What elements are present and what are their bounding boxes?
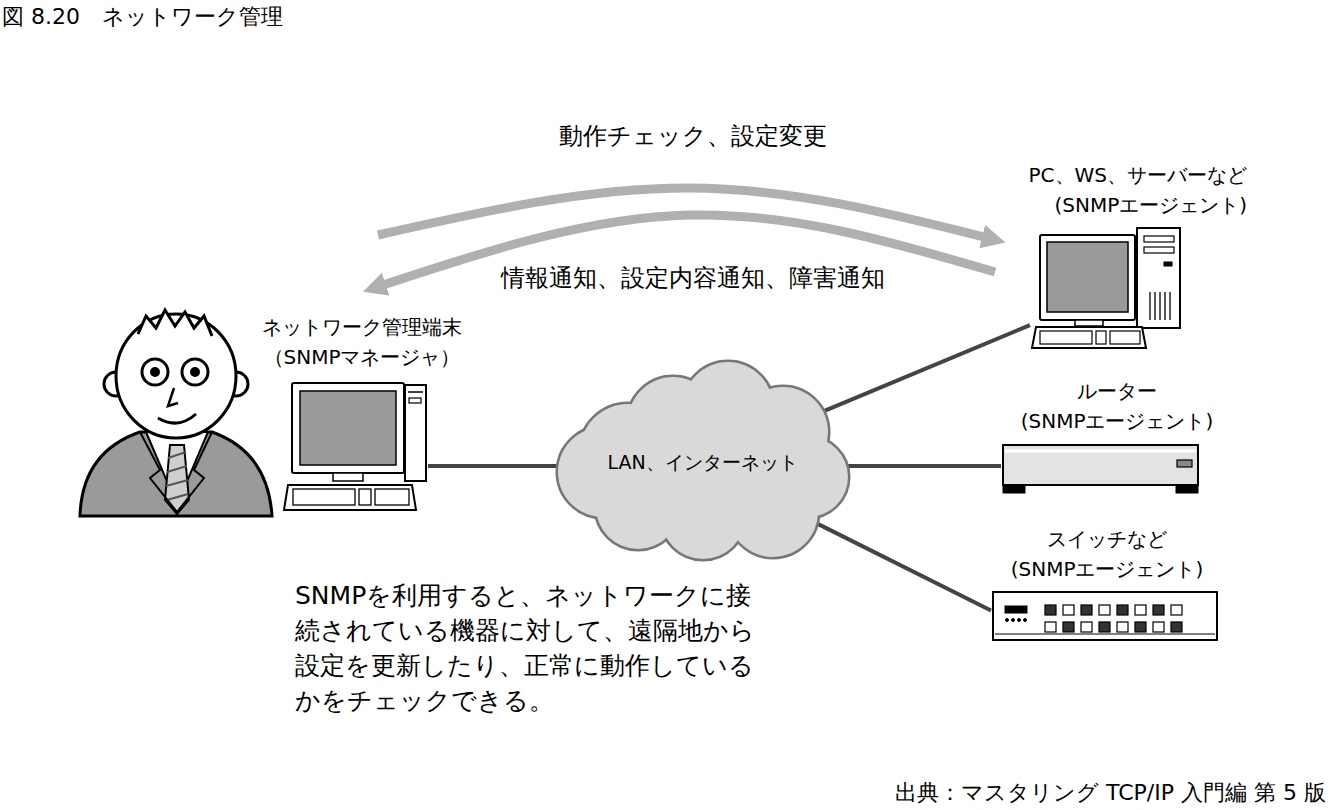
router-device: [1003, 445, 1198, 485]
manager-computer: [359, 489, 371, 505]
manager-computer: [300, 391, 396, 465]
administrator-figure: [138, 310, 212, 336]
server-computer: [1144, 247, 1174, 253]
administrator-figure: [142, 359, 168, 385]
administrator-figure: [190, 367, 200, 377]
switch-port: [1081, 622, 1092, 632]
manager-computer: [405, 385, 426, 481]
administrator-figure: [165, 445, 189, 514]
manager-computer: [284, 485, 416, 510]
switch-port: [1063, 622, 1074, 632]
switch-port: [1135, 622, 1146, 632]
network-link: [428, 464, 571, 468]
switch-port: [1081, 605, 1092, 615]
switch-device: [1006, 619, 1009, 622]
device-node: スイッチなど(SNMPエージェント): [991, 588, 1219, 644]
server-computer: [1032, 327, 1146, 348]
device-label: スイッチなど: [1011, 524, 1204, 554]
administrator-figure: [80, 432, 272, 516]
network-link: [812, 325, 1030, 416]
switch-port: [1063, 605, 1074, 615]
server-computer: [1096, 331, 1106, 344]
switch-port: [1099, 622, 1110, 632]
cloud-label: LAN、インターネット: [607, 450, 797, 475]
switch-port: [1171, 605, 1182, 615]
manager-computer: [284, 383, 426, 510]
router-device: [1003, 485, 1025, 493]
device-node: PC、WS、サーバーなど(SNMPエージェント): [1030, 226, 1182, 350]
source-credit: 出典：マスタリング TCP/IP 入門編 第 5 版: [895, 779, 1326, 808]
server-computer: [1110, 331, 1140, 344]
device-label: ネットワーク管理端末: [262, 312, 462, 342]
server-computer: [1047, 242, 1128, 312]
administrator-figure: [168, 388, 178, 406]
manager-computer: [409, 398, 421, 403]
administrator-figure: [166, 452, 188, 500]
switch-port: [1153, 622, 1164, 632]
administrator-figure: [140, 432, 212, 512]
server-computer: [1040, 235, 1135, 320]
device-node: ルーター(SNMPエージェント): [1001, 441, 1200, 495]
network-link: [803, 516, 991, 610]
device-label: (SNMPエージェント): [1029, 190, 1248, 220]
administrator-figure: [80, 310, 272, 516]
router-device: [1005, 450, 1196, 453]
switch-device: [1005, 606, 1027, 613]
server-computer: [1137, 228, 1180, 328]
switch-port: [1153, 605, 1164, 615]
switch-port: [1171, 622, 1182, 632]
switch-port: [1045, 622, 1056, 632]
administrator-figure: [158, 414, 196, 423]
manager-computer: [292, 383, 404, 473]
server-computer: [1032, 228, 1180, 348]
switch-port: [1135, 605, 1146, 615]
device-label: (SNMPエージェント): [1011, 554, 1204, 584]
administrator-figure: [182, 359, 208, 385]
router-device: [1176, 485, 1198, 493]
device-heading: ネットワーク管理端末（SNMPマネージャ）: [262, 312, 462, 372]
device-heading: ルーター(SNMPエージェント): [1021, 376, 1214, 436]
server-computer: [1164, 262, 1172, 266]
switch-device: [1012, 619, 1015, 622]
administrator-figure: [150, 367, 160, 377]
network-cloud: LAN、インターネット: [553, 362, 852, 562]
switch-device: [995, 633, 1215, 634]
switch-port: [1117, 605, 1128, 615]
device-label: （SNMPマネージャ）: [262, 342, 462, 372]
arrow-label: 動作チェック、設定変更: [559, 120, 827, 152]
manager-computer: [375, 489, 409, 505]
device-label: PC、WS、サーバーなど: [1029, 160, 1248, 190]
switch-port: [1099, 605, 1110, 615]
switch-device: [993, 592, 1217, 640]
manager-computer: [408, 391, 423, 393]
network-link: [834, 464, 1001, 468]
manager-computer: [293, 489, 355, 505]
switch-port: [1117, 622, 1128, 632]
device-label: (SNMPエージェント): [1021, 406, 1214, 436]
switch-device: [993, 592, 1217, 640]
server-computer: [1040, 331, 1092, 344]
router-device: [1177, 460, 1192, 467]
server-computer: [1150, 292, 1170, 320]
figure-title: 図 8.20 ネットワーク管理: [2, 2, 283, 32]
switch-port: [1045, 605, 1056, 615]
switch-device: [1024, 619, 1027, 622]
device-node: ネットワーク管理端末（SNMPマネージャ）: [283, 381, 428, 512]
router-device: [1003, 445, 1198, 493]
device-label: ルーター: [1021, 376, 1214, 406]
arrow-label: 情報通知、設定内容通知、障害通知: [501, 262, 885, 294]
explanation-note: SNMPを利用すると、ネットワークに接続されている機器に対して、遠隔地から設定を…: [295, 578, 757, 718]
manager-computer: [333, 473, 363, 481]
switch-device: [1018, 619, 1021, 622]
device-heading: PC、WS、サーバーなど(SNMPエージェント): [1029, 160, 1248, 220]
server-computer: [1144, 236, 1174, 242]
device-heading: スイッチなど(SNMPエージェント): [1011, 524, 1204, 584]
server-computer: [1075, 320, 1103, 326]
